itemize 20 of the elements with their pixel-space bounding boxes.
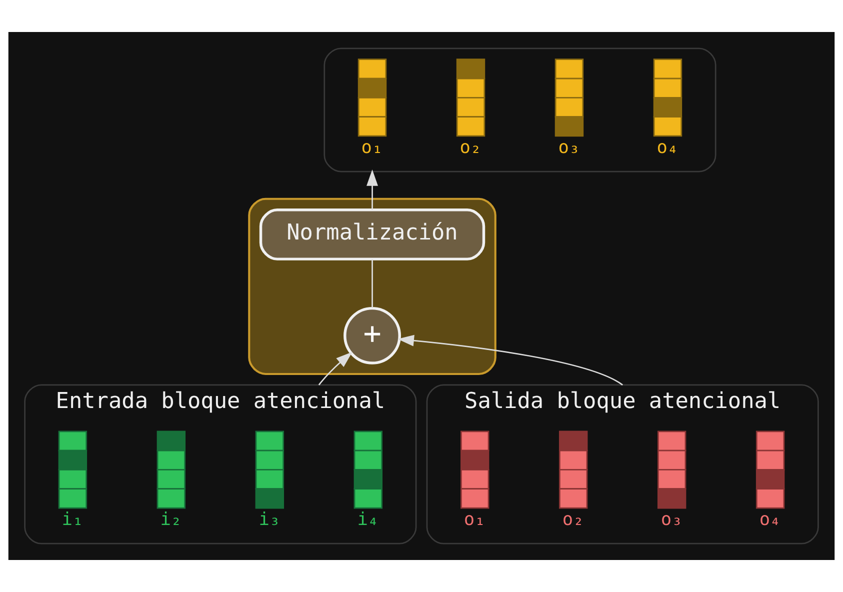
node-label: o₄ bbox=[759, 508, 781, 530]
node-box: Normalización bbox=[259, 208, 486, 260]
node-label: i₁ bbox=[62, 508, 84, 530]
node-circle: + bbox=[344, 306, 401, 364]
node-label: o₁ bbox=[464, 508, 486, 530]
node-label: o₂ bbox=[562, 508, 584, 530]
node-label: i₃ bbox=[258, 508, 280, 530]
arrow bbox=[366, 169, 378, 210]
arrow bbox=[318, 352, 352, 386]
node-label: i₄ bbox=[357, 508, 379, 530]
node-label: o₃ bbox=[558, 136, 580, 158]
node-label: i₂ bbox=[160, 508, 182, 530]
cluster bbox=[324, 48, 716, 172]
node-label: o₃ bbox=[660, 508, 682, 530]
connector bbox=[372, 260, 373, 308]
node-label: o₁ bbox=[361, 136, 383, 158]
node-label: o₄ bbox=[656, 136, 678, 158]
node-label: o₂ bbox=[460, 136, 482, 158]
arrow bbox=[398, 334, 623, 386]
cluster bbox=[248, 198, 496, 375]
